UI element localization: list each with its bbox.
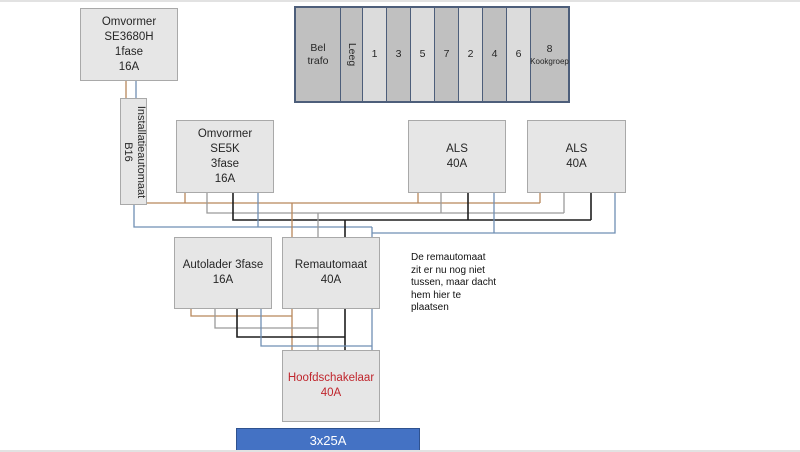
- remautomaat-rating: 40A: [320, 274, 342, 286]
- panel-slot: Leeg: [341, 8, 363, 101]
- omvormer-1fase-line-3: 1fase: [114, 45, 144, 58]
- supply-label: 3x25A: [309, 432, 347, 448]
- panel-slot-label: Kookgroep: [530, 56, 569, 66]
- remautomaat-note: De remautomaat zit er nu nog niet tussen…: [411, 252, 531, 315]
- omvormer-3fase-line-2: SE5K: [210, 142, 240, 155]
- panel-slot: 3: [387, 8, 411, 101]
- autolader-label: Autolader 3fase: [182, 259, 264, 271]
- wire-l2: [214, 309, 318, 329]
- als-1-box: ALS 40A: [408, 120, 506, 193]
- wire-l2: [206, 193, 564, 214]
- panel-slot-label: 5: [419, 48, 426, 60]
- omvormer-1fase-box: Omvormer SE3680H 1fase 16A: [80, 8, 178, 81]
- panel-slot: 6: [507, 8, 531, 101]
- panel-slot-label: 2: [467, 48, 474, 60]
- panel-slot: 7: [435, 8, 459, 101]
- installatieautomaat-box: Installatieautomaat B16: [120, 98, 147, 205]
- panel-slot-label: Bel: [310, 41, 326, 54]
- omvormer-3fase-line-1: Omvormer: [197, 127, 253, 140]
- panel-slot: 5: [411, 8, 435, 101]
- panel-slot: 1: [363, 8, 387, 101]
- supply-connection-bar: 3x25A: [236, 428, 420, 452]
- omvormer-1fase-line-2: SE3680H: [104, 30, 154, 43]
- panel-slot-label: trafo: [307, 54, 329, 67]
- remautomaat-box: Remautomaat 40A: [282, 237, 380, 309]
- hoofdschakelaar-label: Hoofdschakelaar: [287, 372, 375, 384]
- omvormer-3fase-line-4: 16A: [214, 172, 236, 185]
- bottom-border: [0, 450, 800, 452]
- panel-slot-label: Leeg: [346, 42, 359, 67]
- panel-slot-label: 6: [515, 48, 522, 60]
- wire-neutral: [133, 205, 372, 228]
- hoofdschakelaar-rating: 40A: [320, 387, 342, 399]
- wire-neutral: [260, 309, 372, 347]
- panel-slot-label: 8: [546, 42, 553, 55]
- installatieautomaat-rating: B16: [121, 141, 134, 162]
- als-2-box: ALS 40A: [527, 120, 626, 193]
- omvormer-3fase-line-3: 3fase: [210, 157, 240, 170]
- panel-slot-label: 3: [395, 48, 402, 60]
- omvormer-3fase-box: Omvormer SE5K 3fase 16A: [176, 120, 274, 193]
- als-1-rating: 40A: [446, 157, 468, 170]
- wire-l3: [236, 309, 345, 338]
- panel-slot: 4: [483, 8, 507, 101]
- autolader-box: Autolader 3fase 16A: [174, 237, 272, 309]
- wire-l1: [190, 309, 292, 317]
- hoofdschakelaar-box: Hoofdschakelaar 40A: [282, 350, 380, 422]
- note-line-4: hem hier te: [411, 289, 462, 301]
- note-line-3: tussen, maar dacht: [411, 277, 497, 288]
- omvormer-1fase-line-4: 16A: [118, 60, 140, 73]
- als-2-label: ALS: [565, 142, 588, 155]
- note-line-2: zit er nu nog niet: [411, 264, 485, 276]
- als-1-label: ALS: [446, 142, 468, 155]
- installatieautomaat-label: Installatieautomaat: [134, 105, 147, 198]
- omvormer-1fase-line-1: Omvormer: [101, 15, 157, 28]
- note-line-5: plaatsen: [411, 302, 449, 313]
- panel-slot-label: 4: [491, 48, 498, 60]
- wire-neutral: [372, 193, 616, 234]
- note-line-1: De remautomaat: [411, 252, 486, 263]
- top-border: [0, 0, 800, 2]
- panel-slot: 2: [459, 8, 483, 101]
- autolader-rating: 16A: [212, 274, 234, 286]
- als-2-rating: 40A: [566, 157, 587, 170]
- panel-slot-label: 1: [371, 48, 378, 60]
- panel-slot-label: 7: [443, 48, 450, 60]
- wire-l3: [232, 193, 591, 221]
- remautomaat-label: Remautomaat: [294, 259, 368, 271]
